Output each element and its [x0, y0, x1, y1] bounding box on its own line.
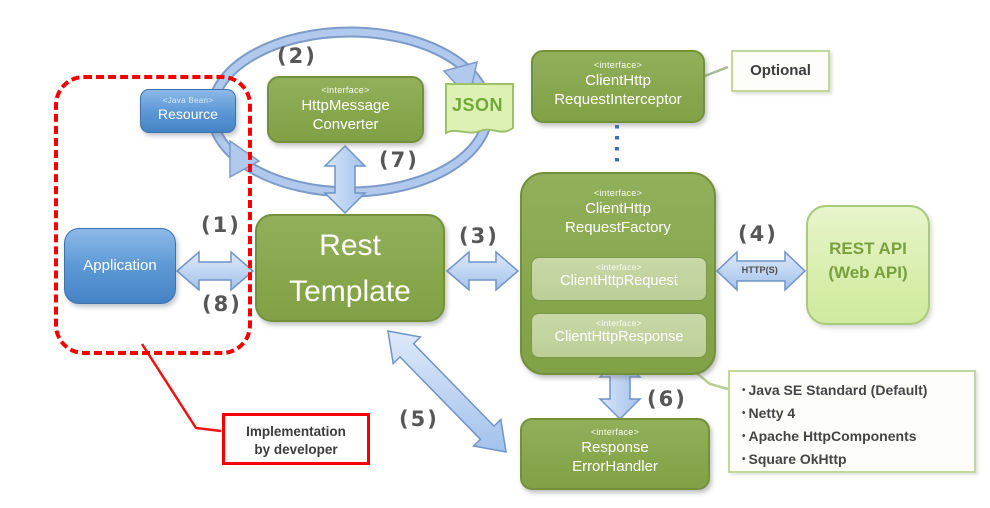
- bullet-icon: •: [742, 385, 746, 396]
- node-resource: <Java Bean> Resource: [140, 89, 236, 133]
- legend-item: •Netty 4: [742, 405, 796, 421]
- errorhandler-label-line2: ErrorHandler: [572, 458, 658, 475]
- json-document-icon: [445, 83, 514, 135]
- node-rest-api: REST API (Web API): [806, 205, 930, 325]
- converter-stereotype: <interface>: [321, 85, 370, 95]
- bullet-icon: •: [742, 454, 746, 465]
- rest-template-label-line1: Rest: [319, 229, 381, 262]
- optional-label: Optional: [750, 62, 811, 79]
- clienthttprequest-label: ClientHttpRequest: [560, 273, 678, 289]
- json-label: JSON: [452, 95, 504, 115]
- bullet-icon: •: [742, 408, 746, 419]
- node-response-error-handler: <interface> Response ErrorHandler: [520, 418, 710, 490]
- legend-item: •Square OkHttp: [742, 451, 847, 467]
- interceptor-label-line2: RequestInterceptor: [554, 91, 682, 108]
- implementation-leader-line: [140, 343, 222, 433]
- errorhandler-label-line1: Response: [581, 439, 649, 456]
- interceptor-stereotype: <interface>: [593, 60, 643, 70]
- node-clienthttp-request-interceptor: <interface> ClientHttp RequestIntercepto…: [531, 50, 705, 123]
- resource-label: Resource: [158, 106, 218, 122]
- rest-api-label-line2: (Web API): [828, 263, 908, 282]
- clienthttprequest-stereotype: <interface>: [596, 262, 642, 272]
- node-clienthttp-request-factory: <interface> ClientHttp RequestFactory <i…: [520, 172, 716, 375]
- http-protocol-label: HTTP(S): [741, 265, 778, 276]
- factory-implementations-legend: •Java SE Standard (Default) •Netty 4 •Ap…: [728, 370, 976, 473]
- node-rest-template: Rest Template: [255, 214, 445, 322]
- factory-label-line1: ClientHttp: [585, 200, 651, 217]
- implementation-label-line1: Implementation: [246, 424, 346, 439]
- implementation-callout: Implementation by developer: [222, 413, 370, 465]
- implementation-label-line2: by developer: [254, 442, 338, 457]
- step-label-7: (7): [379, 148, 419, 172]
- application-label: Application: [83, 257, 157, 274]
- cycle-arrowhead-to-resource-icon: [229, 139, 261, 179]
- step-label-1: (1): [201, 213, 241, 237]
- arrow-resttemplate-factory: [445, 250, 520, 292]
- factory-stereotype: <interface>: [593, 188, 643, 198]
- interceptor-label-line1: ClientHttp: [585, 72, 651, 89]
- rest-api-label-line1: REST API: [829, 239, 907, 258]
- converter-label-line2: Converter: [312, 116, 379, 133]
- clienthttpresponse-stereotype: <interface>: [596, 318, 642, 328]
- developer-scope-frame: [54, 75, 252, 355]
- legend-item: •Java SE Standard (Default): [742, 382, 928, 398]
- converter-label-line1: HttpMessage: [301, 97, 390, 114]
- node-application: Application: [64, 228, 176, 304]
- step-label-5: (5): [399, 407, 439, 431]
- errorhandler-stereotype: <interface>: [590, 427, 640, 437]
- node-clienthttp-request: <interface> ClientHttpRequest: [531, 257, 707, 301]
- step-label-4: (4): [738, 222, 778, 246]
- resource-stereotype: <Java Bean>: [162, 96, 214, 105]
- clienthttpresponse-label: ClientHttpResponse: [554, 329, 684, 345]
- step-label-6: (6): [647, 387, 687, 411]
- bullet-icon: •: [742, 431, 746, 442]
- factory-label-line2: RequestFactory: [565, 219, 671, 236]
- step-label-8: (8): [202, 292, 242, 316]
- step-label-3: (3): [459, 224, 499, 248]
- arrow-app-resttemplate: [175, 250, 255, 292]
- node-httpmessage-converter: <interface> HttpMessage Converter: [267, 76, 424, 143]
- arrow-converter-resttemplate: [323, 144, 367, 215]
- step-label-2: (2): [277, 44, 317, 68]
- node-clienthttp-response: <interface> ClientHttpResponse: [531, 313, 707, 358]
- rest-template-label-line2: Template: [289, 275, 411, 308]
- arrow-resttemplate-errorhandler: [387, 330, 507, 453]
- arrow-factory-restapi: [715, 250, 807, 292]
- legend-item: •Apache HttpComponents: [742, 428, 917, 444]
- optional-callout: Optional: [731, 50, 830, 92]
